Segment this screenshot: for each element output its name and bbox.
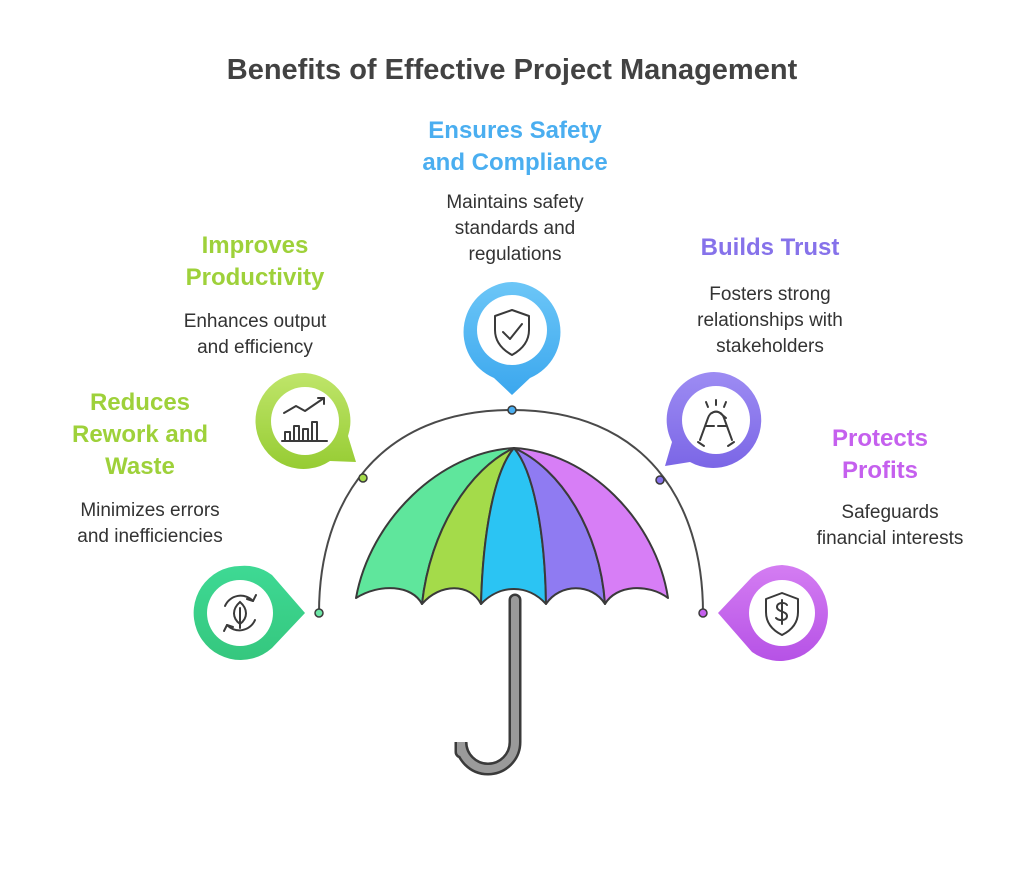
heading-profits-line-1: Protects: [831, 425, 929, 452]
description-profits-line-2: financial interests: [816, 528, 964, 549]
description-safety-line-1: Maintains safety: [446, 192, 584, 213]
badge-productivity: [255, 372, 356, 469]
heading-profits-line-2: Profits: [841, 457, 918, 484]
description-productivity-line-2: and efficiency: [197, 337, 313, 358]
description-safety-line-3: regulations: [468, 244, 562, 265]
badge-safety: [463, 282, 561, 395]
heading-trust-line-1: Builds Trust: [700, 234, 840, 261]
recycle-leaf-icon: [223, 594, 257, 632]
connector-dot-trust: [655, 475, 665, 485]
diagram-title: Benefits of Effective Project Management: [226, 54, 798, 86]
description-safety: Maintains safety standards and regulatio…: [395, 190, 635, 268]
heading-safety-line-2: and Compliance: [422, 149, 608, 176]
badge-trust: [665, 372, 762, 468]
heading-profits: Protects Profits: [790, 423, 970, 487]
heading-rework-line-3: Waste: [105, 453, 175, 480]
umbrella-handle-inner: [457, 596, 519, 773]
description-trust-line-1: Fosters strong: [709, 284, 831, 305]
heading-rework-line-2: Rework and: [71, 421, 209, 448]
shield-check-icon: [494, 309, 530, 356]
growth-chart-icon: [281, 397, 328, 442]
heading-productivity-line-1: Improves: [201, 232, 309, 259]
connector-dot-profits: [698, 608, 708, 618]
badge-rework: [193, 565, 305, 660]
heading-safety-line-1: Ensures Safety: [428, 117, 602, 144]
description-rework-line-1: Minimizes errors: [80, 500, 220, 521]
handshake-icon: [697, 399, 735, 447]
umbrella-canopy: [355, 447, 669, 605]
shield-dollar-icon: [765, 592, 799, 636]
description-productivity-line-1: Enhances output: [183, 311, 327, 332]
heading-safety: Ensures Safety and Compliance: [370, 115, 660, 179]
description-rework-line-2: and inefficiencies: [77, 526, 223, 547]
heading-rework-line-1: Reduces: [89, 389, 191, 416]
canopy-panel-magenta: [513, 447, 669, 605]
description-productivity: Enhances output and efficiency: [150, 309, 360, 361]
description-profits-line-1: Safeguards: [841, 502, 939, 523]
description-safety-line-2: standards and: [454, 218, 576, 239]
connector-dot-rework: [314, 608, 324, 618]
description-profits: Safeguards financial interests: [790, 500, 990, 552]
description-trust-line-2: relationships with: [697, 310, 843, 331]
description-rework: Minimizes errors and inefficiencies: [40, 498, 260, 550]
description-trust-line-3: stakeholders: [716, 336, 824, 357]
description-trust: Fosters strong relationships with stakeh…: [660, 282, 880, 360]
heading-productivity-line-2: Productivity: [185, 264, 325, 291]
heading-trust: Builds Trust: [660, 232, 880, 264]
heading-productivity: Improves Productivity: [140, 230, 370, 294]
badge-profits: [718, 565, 828, 661]
heading-rework: Reduces Rework and Waste: [40, 387, 240, 483]
umbrella-handle: [454, 593, 522, 776]
connector-dot-productivity: [358, 473, 368, 483]
connector-dot-safety: [507, 405, 517, 415]
